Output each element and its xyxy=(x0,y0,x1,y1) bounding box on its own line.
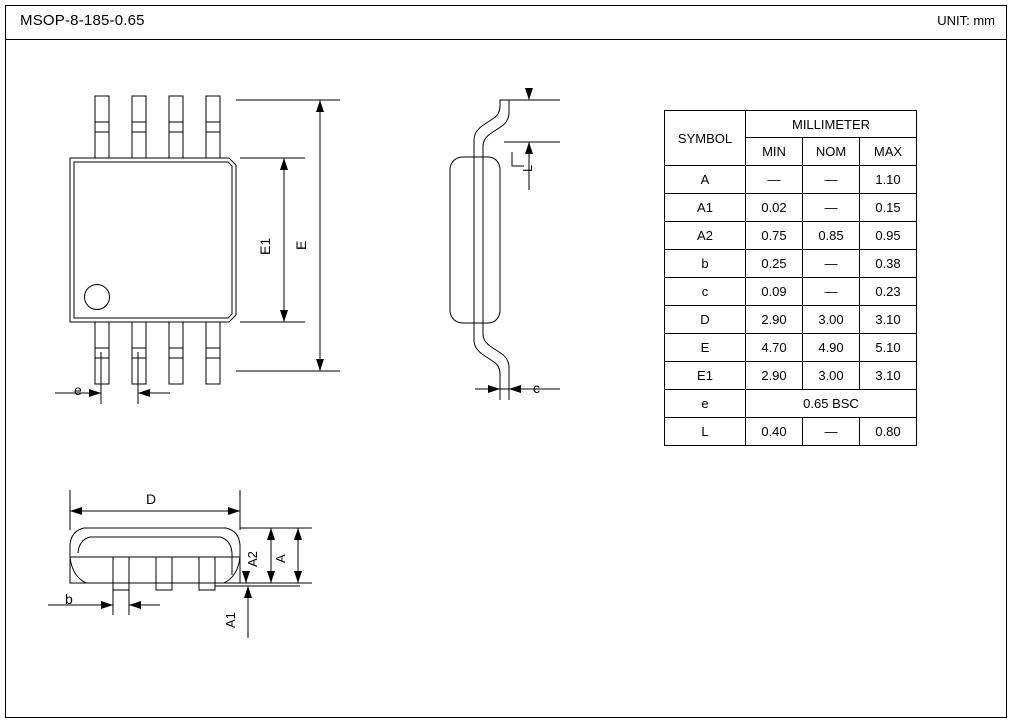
dimension-label-e: e xyxy=(74,382,82,398)
unit-label: UNIT: mm xyxy=(937,13,995,28)
cell-min: 2.90 xyxy=(745,361,803,390)
table-header: SYMBOL MILLIMETER MIN NOM MAX xyxy=(664,110,917,166)
cell-nom: 3.00 xyxy=(802,361,860,390)
cell-min: 0.75 xyxy=(745,221,803,250)
column-header-nom: NOM xyxy=(802,137,860,166)
cell-symbol: c xyxy=(664,277,746,306)
cell-max: 0.95 xyxy=(859,221,917,250)
cell-symbol: A xyxy=(664,165,746,194)
cell-max: 3.10 xyxy=(859,305,917,334)
cell-nom: 3.00 xyxy=(802,305,860,334)
column-header-millimeter: MILLIMETER xyxy=(745,110,917,138)
cell-symbol: D xyxy=(664,305,746,334)
cell-min: 4.70 xyxy=(745,333,803,362)
cell-symbol: E xyxy=(664,333,746,362)
cell-max: 0.23 xyxy=(859,277,917,306)
cell-min: 0.02 xyxy=(745,193,803,222)
cell-symbol: E1 xyxy=(664,361,746,390)
sheet-border xyxy=(5,5,1007,718)
cell-symbol: L xyxy=(664,417,746,446)
cell-span-value: 0.65 BSC xyxy=(745,389,917,418)
dimension-label-D: D xyxy=(146,491,157,507)
cell-symbol: b xyxy=(664,249,746,278)
cell-nom: — xyxy=(802,249,860,278)
cell-max: 5.10 xyxy=(859,333,917,362)
cell-symbol: e xyxy=(664,389,746,418)
cell-min: 2.90 xyxy=(745,305,803,334)
cell-min: 0.40 xyxy=(745,417,803,446)
cell-min: 0.09 xyxy=(745,277,803,306)
dimension-label-A2: A2 xyxy=(245,551,260,567)
cell-max: 1.10 xyxy=(859,165,917,194)
page-title: MSOP-8-185-0.65 xyxy=(20,12,145,29)
pin-1-indicator-icon xyxy=(84,284,110,310)
cell-max: 0.38 xyxy=(859,249,917,278)
table-row: A——1.10 xyxy=(664,165,917,194)
title-divider xyxy=(5,39,1007,40)
cell-max: 3.10 xyxy=(859,361,917,390)
cell-max: 0.80 xyxy=(859,417,917,446)
column-header-min: MIN xyxy=(745,137,803,166)
cell-min: — xyxy=(745,165,803,194)
dimension-label-c: c xyxy=(533,380,540,396)
cell-nom: — xyxy=(802,165,860,194)
column-header-symbol: SYMBOL xyxy=(664,110,746,166)
cell-nom: — xyxy=(802,277,860,306)
dimension-label-A: A xyxy=(273,554,288,563)
cell-symbol: A1 xyxy=(664,193,746,222)
column-header-max: MAX xyxy=(859,137,917,166)
cell-nom: 4.90 xyxy=(802,333,860,362)
cell-symbol: A2 xyxy=(664,221,746,250)
cell-nom: — xyxy=(802,193,860,222)
dimension-label-A1: A1 xyxy=(223,612,238,628)
cell-max: 0.15 xyxy=(859,193,917,222)
cell-min: 0.25 xyxy=(745,249,803,278)
dimension-label-b: b xyxy=(65,591,73,607)
cell-nom: — xyxy=(802,417,860,446)
cell-nom: 0.85 xyxy=(802,221,860,250)
